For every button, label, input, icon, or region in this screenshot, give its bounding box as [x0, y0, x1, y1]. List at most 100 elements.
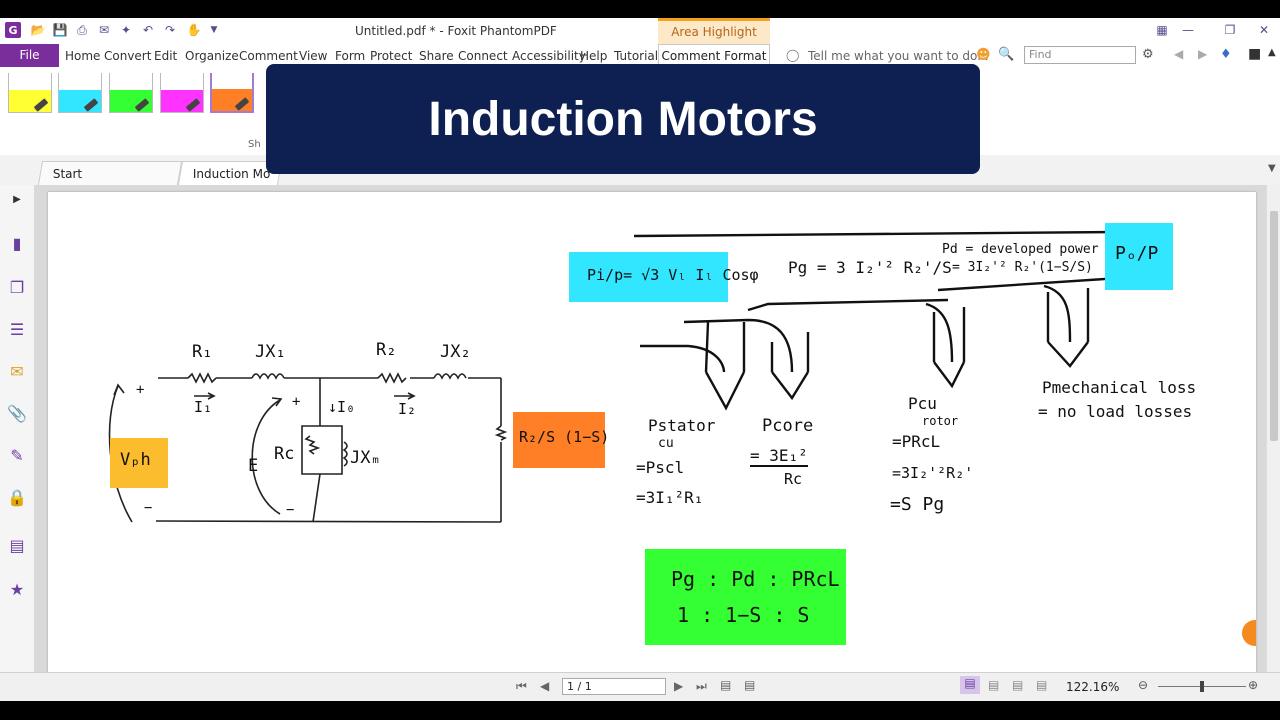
previous-page-icon[interactable]: ◀: [540, 679, 550, 693]
tab-label: Start: [52, 167, 83, 181]
hand-tool-icon[interactable]: ✋: [186, 23, 202, 37]
signature-icon[interactable]: ✎: [10, 445, 24, 465]
next-page-icon[interactable]: ▶: [674, 679, 684, 693]
file-menu[interactable]: File: [0, 44, 59, 67]
bookmark-icon[interactable]: ▮: [12, 233, 22, 253]
label-jxm: JXₘ: [350, 448, 381, 468]
eq-stator-copper-4: =3I₁²R₁: [636, 488, 704, 507]
highlight-color-green[interactable]: [109, 72, 153, 113]
find-input[interactable]: Find: [1024, 46, 1136, 64]
find-folder-icon[interactable]: 🔍: [998, 47, 1015, 62]
label-jx1: JX₁: [255, 342, 286, 362]
highlight-color-magenta[interactable]: [160, 72, 204, 113]
undo-icon[interactable]: ↶: [142, 23, 154, 37]
content-icon[interactable]: ▤: [9, 535, 25, 555]
bell-icon[interactable]: ♦: [1220, 47, 1232, 62]
area-highlight-tool-tab[interactable]: Area Highlight Tool: [658, 18, 770, 61]
label-rc: Rc: [274, 444, 295, 464]
next-view-icon[interactable]: ▤: [744, 678, 756, 692]
eq-developed-power-1: Pd = developed power: [942, 242, 1099, 257]
continuous-view-icon[interactable]: ▤: [988, 678, 1000, 692]
lock-icon[interactable]: 🔒: [7, 487, 27, 507]
last-page-icon[interactable]: ⏭: [696, 679, 707, 693]
tab-scroll-icon[interactable]: ▼: [1268, 163, 1276, 174]
email-icon[interactable]: ✉: [98, 23, 110, 37]
menu-form[interactable]: Form: [335, 49, 366, 63]
facing-view-icon[interactable]: ▤: [1012, 678, 1024, 692]
vertical-scrollbar[interactable]: [1266, 185, 1280, 672]
open-icon[interactable]: 📂: [30, 23, 46, 37]
menu-edit[interactable]: Edit: [154, 49, 178, 63]
output-power-highlight: Pₒ/P: [1105, 223, 1173, 290]
menu-protect[interactable]: Protect: [370, 49, 413, 63]
menu-convert[interactable]: Convert: [104, 49, 152, 63]
tab-start[interactable]: Start: [37, 161, 183, 185]
eq-stator-copper-2: cu: [658, 436, 674, 451]
eq-core-loss-1: Pcore: [762, 416, 814, 436]
label-minus-e: −: [286, 502, 295, 518]
eq-rotor-copper-4: =3I₂'²R₂': [892, 464, 974, 482]
menu-accessibility[interactable]: Accessibility: [512, 49, 586, 63]
lightbulb-icon: ◯: [786, 48, 800, 62]
save-icon[interactable]: 💾: [52, 23, 68, 37]
app-logo[interactable]: G: [5, 22, 21, 38]
redo-icon[interactable]: ↷: [164, 23, 176, 37]
collapse-ribbon-icon[interactable]: ▲: [1268, 47, 1276, 58]
eq-input-power: Pi/p= √3 Vₗ Iₗ Cosφ: [587, 266, 759, 284]
back-icon[interactable]: ◀: [1174, 47, 1184, 61]
minimize-icon[interactable]: —: [1182, 23, 1194, 37]
label-load-resistance: R₂/S (1−S): [519, 428, 610, 446]
tell-me-search[interactable]: Tell me what you want to do...: [808, 49, 989, 63]
gear-icon[interactable]: ⚙: [1142, 47, 1154, 62]
menu-home[interactable]: Home: [65, 49, 101, 63]
cover-view-icon[interactable]: ▤: [1036, 678, 1048, 692]
first-page-icon[interactable]: ⏮: [516, 679, 527, 693]
label-io: ↓I₀: [328, 398, 356, 416]
help-chat-icon[interactable]: [1242, 620, 1256, 646]
eq-output-power: Pₒ/P: [1115, 243, 1159, 264]
label-r2: R₂: [376, 340, 397, 360]
page-number-input[interactable]: 1 / 1: [562, 678, 666, 695]
status-bar: ⏮ ◀ 1 / 1 ▶ ⏭ ▤ ▤ ▤ ▤ ▤ ▤ 122.16% ⊖ ⊕: [0, 672, 1280, 701]
zoom-in-icon[interactable]: ⊕: [1248, 678, 1259, 692]
label-r1: R₁: [192, 342, 213, 362]
menu-connect[interactable]: Connect: [458, 49, 508, 63]
zoom-level[interactable]: 122.16%: [1066, 680, 1120, 694]
expand-panel-icon[interactable]: ▶: [13, 193, 21, 205]
label-jx2: JX₂: [440, 342, 471, 362]
single-page-view-icon[interactable]: ▤: [960, 676, 980, 694]
slide-title-banner: Induction Motors: [266, 64, 980, 174]
menu-view[interactable]: View: [299, 49, 328, 63]
menu-bar: File Home Convert Edit Organize Comment …: [0, 44, 1280, 68]
comments-icon[interactable]: ✉: [10, 361, 24, 381]
scrollbar-thumb[interactable]: [1270, 211, 1278, 441]
label-vph: Vₚh: [120, 450, 151, 470]
previous-view-icon[interactable]: ▤: [720, 678, 732, 692]
dropdown-icon[interactable]: ▼: [210, 25, 218, 35]
menu-comment[interactable]: Comment: [239, 49, 298, 63]
user-icon[interactable]: ■: [1248, 46, 1262, 62]
swatch-fill: [161, 72, 203, 112]
attachment-icon[interactable]: 📎: [7, 403, 27, 423]
print-icon[interactable]: ⎙: [77, 22, 87, 37]
restore-icon[interactable]: ❐: [1224, 23, 1236, 37]
layout-icon[interactable]: ▦: [1156, 23, 1168, 37]
menu-tutorial[interactable]: Tutorial: [614, 49, 659, 63]
pages-icon[interactable]: ❐: [9, 277, 25, 297]
menu-organize[interactable]: Organize: [185, 49, 239, 63]
highlight-color-orange[interactable]: [210, 71, 254, 113]
layers-icon[interactable]: ☰: [9, 319, 25, 339]
zoom-slider-thumb[interactable]: [1200, 681, 1204, 692]
accessibility-icon[interactable]: ★: [9, 579, 25, 599]
highlight-color-yellow[interactable]: [8, 72, 52, 113]
close-icon[interactable]: ✕: [1258, 23, 1270, 37]
menu-share[interactable]: Share: [419, 49, 454, 63]
highlight-color-cyan[interactable]: [58, 72, 102, 113]
zoom-out-icon[interactable]: ⊖: [1138, 678, 1149, 692]
forward-icon[interactable]: ▶: [1198, 47, 1208, 61]
menu-help[interactable]: Help: [580, 49, 608, 63]
eq-power-ratio-1: Pg : Pd : PRcL: [671, 567, 840, 591]
new-icon[interactable]: ✦: [120, 23, 132, 37]
smiley-icon[interactable]: ☻: [976, 47, 991, 63]
ribbon-group-label: Sh: [248, 139, 261, 150]
